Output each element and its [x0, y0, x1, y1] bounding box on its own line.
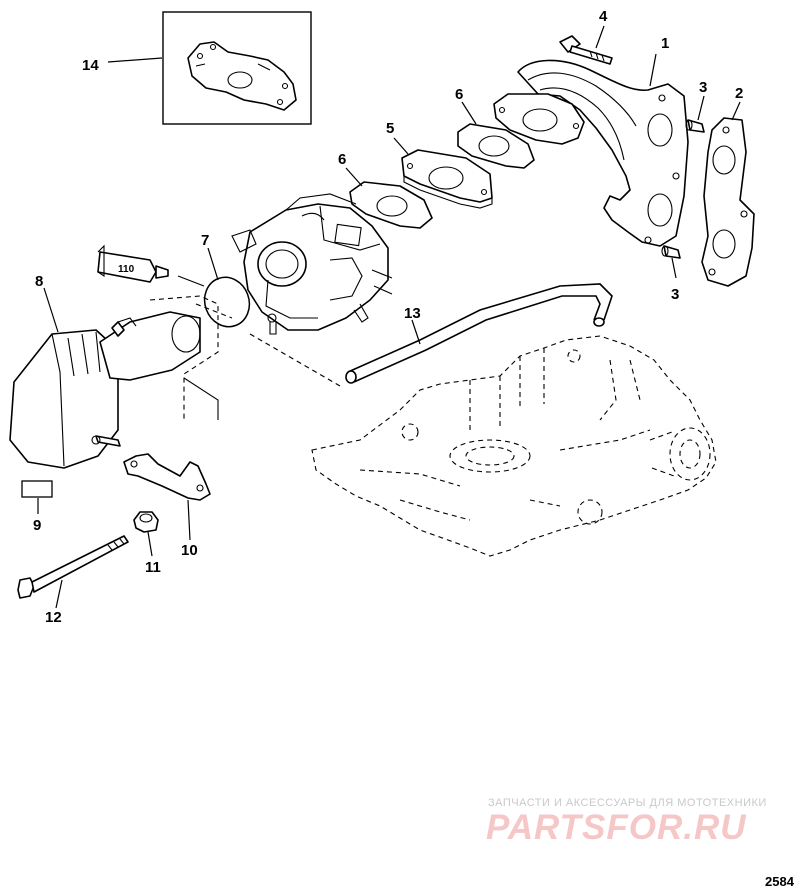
callout-12: 12 [45, 609, 62, 626]
manifold-gasket-2 [701, 117, 755, 287]
engine-block-dashed [311, 335, 717, 557]
spacer-5 [401, 149, 493, 209]
figure-number: 2584 [765, 874, 794, 889]
callout-7: 7 [201, 232, 209, 249]
intake-silencer-8 [9, 295, 219, 469]
callout-2: 2 [735, 85, 743, 102]
callout-6-lower: 6 [338, 151, 346, 168]
gasket-6-upper [457, 123, 535, 169]
callout-6-upper: 6 [455, 86, 463, 103]
o-ring-7 [203, 276, 251, 328]
callout-3-upper: 3 [699, 79, 707, 96]
callout-1: 1 [661, 35, 669, 52]
dowel-pin-3b [661, 245, 681, 259]
leader-lines [37, 25, 741, 609]
alignment-lines [177, 275, 341, 387]
hose-13 [345, 283, 613, 384]
callout-9: 9 [33, 517, 41, 534]
callout-3-lower: 3 [671, 286, 679, 303]
bolt-4 [559, 35, 613, 65]
callout-11: 11 [145, 559, 161, 576]
watermark-tagline: ЗАПЧАСТИ И АКСЕССУАРЫ ДЛЯ МОТОТЕХНИКИ [488, 797, 767, 809]
decal-9 [21, 480, 53, 498]
callout-10: 10 [181, 542, 198, 559]
carburetor [231, 193, 393, 335]
bracket-10 [123, 453, 211, 501]
callout-8: 8 [35, 273, 43, 290]
tube-label: 110 [118, 264, 135, 275]
callout-4: 4 [599, 8, 608, 25]
callout-14: 14 [82, 57, 99, 74]
callout-13: 13 [404, 305, 421, 322]
callout-5: 5 [386, 120, 394, 137]
long-bolt-12 [17, 535, 129, 599]
inset-box-14 [162, 11, 312, 125]
dowel-pin-3a [685, 119, 705, 133]
callout-labels: 1 2 3 3 4 5 6 6 7 8 9 10 11 12 13 14 [33, 8, 743, 626]
intake-manifold-1 [493, 59, 689, 247]
sealant-tube-110: 110 [97, 244, 169, 283]
grommet-11 [133, 511, 159, 533]
gasket-6-lower [349, 181, 433, 229]
watermark-logo: PARTSFOR.RU [486, 808, 747, 847]
